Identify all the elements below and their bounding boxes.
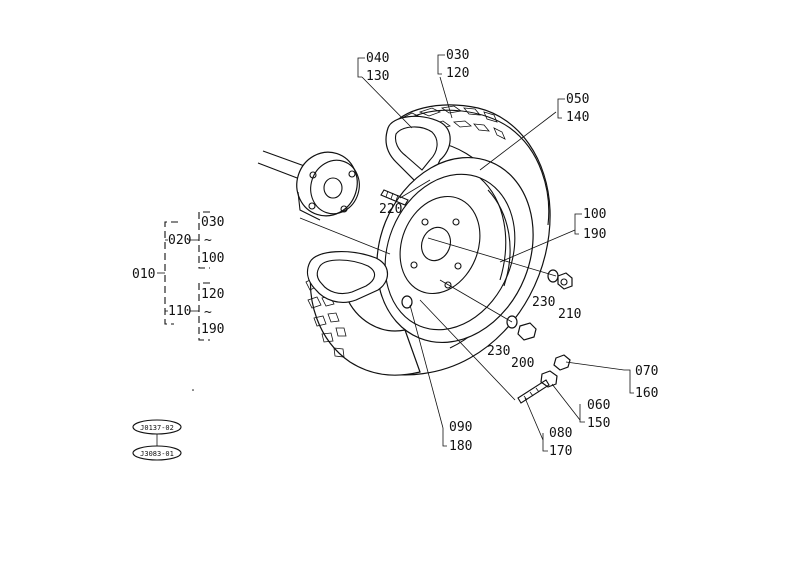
- callout-120: 120: [446, 66, 469, 81]
- callout-130: 130: [366, 69, 389, 84]
- tree-020-range: ~: [204, 233, 212, 248]
- lock-washer-230-upper: [547, 269, 559, 283]
- callout-labels: 040 130 030 120 050 140 100 190 220 230 …: [366, 48, 658, 459]
- tree-root-010: 010: [132, 267, 155, 282]
- stud-bolt-220: [380, 189, 409, 206]
- valve-stem-080: [517, 379, 550, 404]
- reference-codes: J0137-02 J3083-01: [132, 419, 182, 461]
- tree-110-190: 190: [201, 322, 224, 337]
- callout-080: 080: [549, 426, 572, 441]
- callout-brackets: [357, 54, 634, 452]
- ref-code-bottom: J3083-01: [140, 450, 174, 458]
- assembly-tree: 010 020 030 ~ 100 110 120 ~ 190: [132, 211, 224, 341]
- speck: [192, 389, 194, 391]
- ref-code-oval-bottom: [132, 445, 182, 461]
- ref-code-top: J0137-02: [140, 424, 174, 432]
- tree-020-100: 100: [201, 251, 224, 266]
- callout-090: 090: [449, 420, 472, 435]
- tree-110-120: 120: [201, 287, 224, 302]
- wheel-rim: [376, 156, 534, 344]
- callout-220: 220: [379, 202, 402, 217]
- callout-040: 040: [366, 51, 389, 66]
- bolt-200: [517, 322, 537, 341]
- callout-200: 200: [511, 356, 534, 371]
- callout-190: 190: [583, 227, 606, 242]
- callout-160: 160: [635, 386, 658, 401]
- valve-nut-060: [540, 370, 558, 388]
- callout-150: 150: [587, 416, 610, 431]
- callout-230-lower: 230: [487, 344, 510, 359]
- callout-100: 100: [583, 207, 606, 222]
- hub-flange: [296, 151, 360, 221]
- callout-030: 030: [446, 48, 469, 63]
- callout-180: 180: [449, 439, 472, 454]
- inner-tube-bottom: [306, 251, 389, 303]
- callout-050: 050: [566, 92, 589, 107]
- nut-210: [557, 272, 573, 290]
- callout-210: 210: [558, 307, 581, 322]
- valve-core-090: [401, 295, 413, 309]
- callout-230-upper: 230: [532, 295, 555, 310]
- valve-cap-070: [553, 354, 571, 371]
- leader-lines: [299, 76, 625, 441]
- tree-110-range: ~: [204, 305, 212, 320]
- tree-group-020: 020: [168, 233, 191, 248]
- callout-060: 060: [587, 398, 610, 413]
- callout-170: 170: [549, 444, 572, 459]
- callout-070: 070: [635, 364, 658, 379]
- tree-group-110: 110: [168, 304, 191, 319]
- tree-020-030: 030: [201, 215, 224, 230]
- callout-140: 140: [566, 110, 589, 125]
